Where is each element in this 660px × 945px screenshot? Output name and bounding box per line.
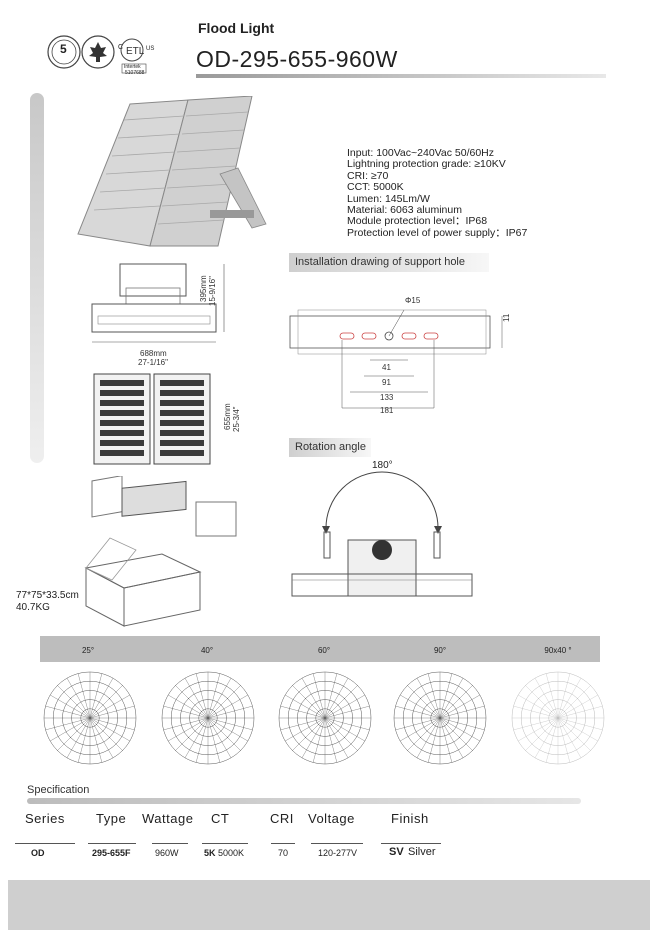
dim-133-label: 133 — [380, 393, 394, 402]
parts-illustration — [86, 475, 246, 540]
col-head-type: Type — [96, 811, 127, 826]
beam-angle-band — [40, 636, 600, 662]
beam-angle-60: 60° — [317, 646, 331, 655]
col-line-wattage — [152, 843, 188, 844]
finish-code: SV — [389, 846, 404, 858]
certification-logos: ETL — [46, 34, 156, 74]
width-mm-label: 688mm — [140, 349, 167, 358]
polar-diagram-25 — [40, 668, 140, 768]
dim-41-label: 41 — [382, 363, 391, 372]
col-head-ct: CT — [211, 811, 230, 826]
col-head-wattage: Wattage — [142, 811, 194, 826]
dim-181-label: 181 — [380, 406, 394, 415]
beam-angle-90: 90° — [433, 646, 447, 655]
col-head-voltage: Voltage — [308, 811, 355, 826]
spec-lightning: Lightning protection grade: ≥10KV — [347, 158, 506, 171]
intertek-number: 5107688 — [125, 70, 145, 76]
col-line-finish — [381, 843, 441, 844]
col-line-cri — [271, 843, 295, 844]
depth-in-label: 25-3/4" — [232, 406, 241, 432]
category-title: Flood Light — [198, 20, 275, 36]
col-head-series: Series — [25, 811, 65, 826]
beam-angle-90x40: 90x40 ° — [544, 646, 572, 655]
width-in-label: 27-1/16" — [138, 358, 168, 367]
col-line-voltage — [311, 843, 363, 844]
polar-diagram-40 — [158, 668, 258, 768]
dim-91-label: 91 — [382, 378, 391, 387]
ct-code: 5K — [204, 848, 216, 858]
warranty-5-year-icon: ETL — [47, 35, 147, 74]
svg-text:ETL: ETL — [126, 46, 145, 57]
title-underline — [196, 74, 606, 78]
spec-power-protection: Protection level of power supply：IP67 — [347, 226, 528, 239]
beam-angle-40: 40° — [200, 646, 214, 655]
spec-cct: CCT: 5000K — [347, 181, 404, 194]
cri-value: 70 — [278, 848, 289, 858]
spec-module-protection: Module protection level：IP68 — [347, 215, 488, 228]
rotation-drawing — [286, 470, 476, 606]
col-line-series — [15, 843, 75, 844]
installation-drawing — [286, 290, 516, 415]
package-size: 77*75*33.5cm — [16, 590, 79, 601]
top-view-drawing — [90, 372, 215, 468]
slot-width-label: 11 — [502, 313, 511, 322]
polar-diagram-60 — [275, 668, 375, 768]
ct-value: 5000K — [218, 848, 245, 858]
specification-title: Specification — [27, 784, 90, 796]
col-line-type — [88, 843, 136, 844]
warranty-year-label: 5 — [60, 42, 67, 56]
col-head-finish: Finish — [391, 811, 429, 826]
spec-list: Input: 100Vac~240Vac 50/60Hz Lightning p… — [347, 147, 528, 239]
spec-cri: CRI: ≥70 — [347, 169, 389, 182]
type-code: 295-655F — [92, 848, 131, 858]
series-code: OD — [31, 848, 45, 858]
voltage-value: 120-277V — [318, 848, 358, 858]
side-view-drawing — [86, 258, 236, 358]
intertek-label: Intertek — [124, 64, 141, 70]
beam-angle-25: 25° — [81, 646, 95, 655]
specification-rule — [27, 798, 581, 804]
height-in-label: 15-9/16" — [208, 276, 217, 306]
carton-box-illustration — [76, 528, 206, 628]
height-mm-label: 395mm — [199, 275, 208, 302]
cert-us-label: US — [146, 46, 155, 52]
footer-band — [8, 880, 650, 930]
spec-material: Material: 6063 aluminum — [347, 204, 462, 217]
hole-diameter-label: Φ15 — [405, 296, 421, 305]
polar-diagram-90x40 — [508, 668, 608, 768]
spec-input: Input: 100Vac~240Vac 50/60Hz — [347, 147, 495, 159]
product-photo — [70, 95, 270, 256]
installation-header: Installation drawing of support hole — [289, 253, 489, 272]
rotation-angle-label: 180° — [372, 460, 393, 471]
left-decorative-bar — [30, 93, 44, 463]
col-head-cri: CRI — [270, 811, 294, 826]
polar-diagram-90 — [390, 668, 490, 768]
cert-c-label: C — [118, 44, 124, 51]
model-title: OD-295-655-960W — [196, 46, 398, 72]
spec-lumen: Lumen: 145Lm/W — [347, 192, 430, 205]
finish-value: Silver — [408, 846, 436, 858]
depth-mm-label: 655mm — [223, 403, 232, 430]
col-line-ct — [202, 843, 248, 844]
package-weight: 40.7KG — [16, 602, 50, 613]
wattage-value: 960W — [155, 848, 179, 858]
rotation-header: Rotation angle — [289, 438, 371, 457]
